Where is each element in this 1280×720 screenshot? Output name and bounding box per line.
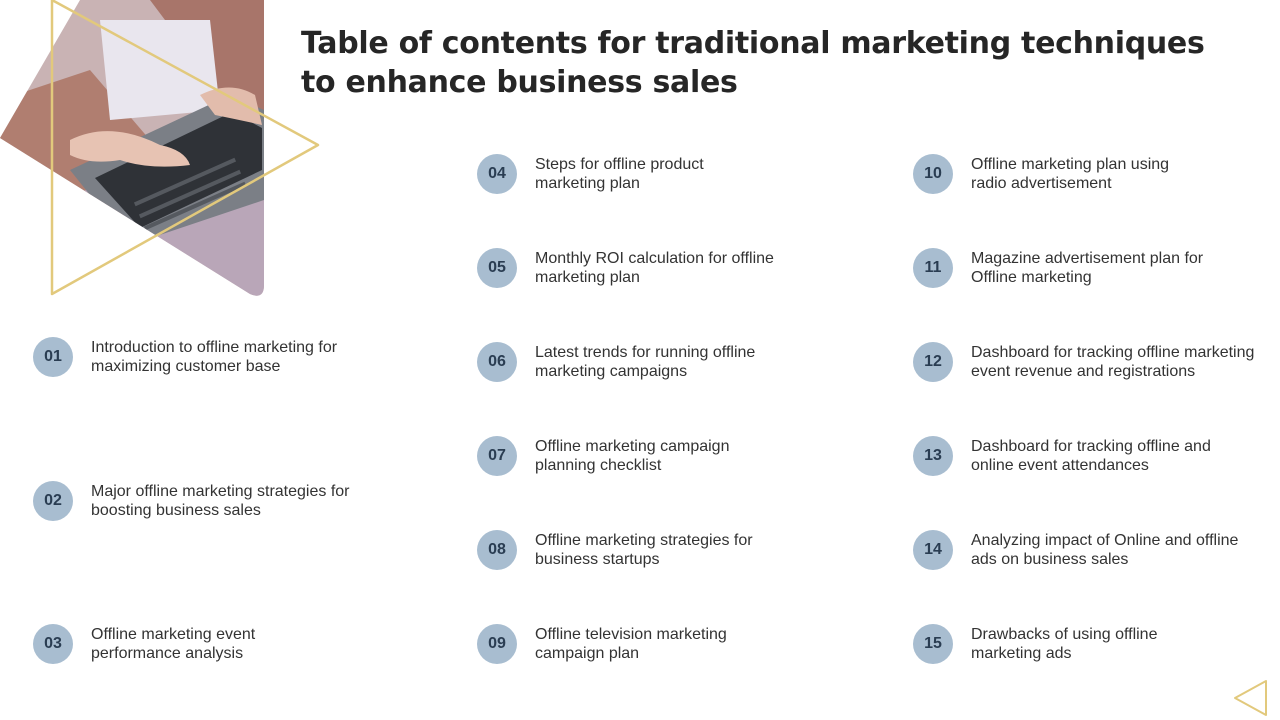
toc-number-badge: 04 (477, 154, 517, 194)
page-title: Table of contents for traditional market… (301, 26, 1205, 100)
toc-number-badge: 10 (913, 154, 953, 194)
toc-item-10[interactable]: 10 Offline marketing plan using radio ad… (913, 154, 1169, 194)
toc-item-09[interactable]: 09 Offline television marketing campaign… (477, 624, 727, 664)
toc-number-badge: 15 (913, 624, 953, 664)
toc-item-label: Offline marketing campaign planning chec… (535, 437, 730, 475)
toc-number-badge: 13 (913, 436, 953, 476)
toc-item-label: Steps for offline product marketing plan (535, 155, 704, 193)
toc-item-label: Offline marketing plan using radio adver… (971, 155, 1170, 193)
toc-item-02[interactable]: 02 Major offline marketing strategies fo… (33, 481, 349, 521)
toc-item-07[interactable]: 07 Offline marketing campaign planning c… (477, 436, 729, 476)
toc-item-label: Offline marketing strategies for busines… (535, 531, 753, 569)
toc-item-label: Offline marketing event performance anal… (91, 625, 256, 663)
toc-number-badge: 05 (477, 248, 517, 288)
toc-number-badge: 07 (477, 436, 517, 476)
toc-item-label: Monthly ROI calculation for offline mark… (535, 249, 774, 287)
toc-item-11[interactable]: 11 Magazine advertisement plan for Offli… (913, 248, 1203, 288)
toc-item-05[interactable]: 05 Monthly ROI calculation for offline m… (477, 248, 774, 288)
toc-item-06[interactable]: 06 Latest trends for running offline mar… (477, 342, 755, 382)
toc-item-label: Dashboard for tracking offline and onlin… (971, 437, 1211, 475)
toc-item-label: Analyzing impact of Online and offline a… (971, 531, 1239, 569)
toc-number-badge: 02 (33, 481, 73, 521)
toc-item-08[interactable]: 08 Offline marketing strategies for busi… (477, 530, 753, 570)
toc-item-label: Latest trends for running offline market… (535, 343, 756, 381)
toc-number-badge: 14 (913, 530, 953, 570)
toc-number-badge: 03 (33, 624, 73, 664)
laptop-photo (0, 0, 330, 310)
toc-item-label: Drawbacks of using offline marketing ads (971, 625, 1158, 663)
toc-item-label: Dashboard for tracking offline marketing… (971, 343, 1255, 381)
toc-item-label: Introduction to offline marketing for ma… (91, 338, 338, 376)
toc-item-15[interactable]: 15 Drawbacks of using offline marketing … (913, 624, 1157, 664)
toc-item-04[interactable]: 04 Steps for offline product marketing p… (477, 154, 704, 194)
toc-number-badge: 09 (477, 624, 517, 664)
toc-number-badge: 01 (33, 337, 73, 377)
toc-item-01[interactable]: 01 Introduction to offline marketing for… (33, 337, 337, 377)
toc-number-badge: 11 (913, 248, 953, 288)
toc-item-label: Magazine advertisement plan for Offline … (971, 249, 1204, 287)
toc-item-label: Offline television marketing campaign pl… (535, 625, 727, 663)
toc-item-label: Major offline marketing strategies for b… (91, 482, 350, 520)
toc-number-badge: 08 (477, 530, 517, 570)
toc-item-14[interactable]: 14 Analyzing impact of Online and offlin… (913, 530, 1238, 570)
toc-number-badge: 12 (913, 342, 953, 382)
toc-item-03[interactable]: 03 Offline marketing event performance a… (33, 624, 255, 664)
triangle-icon (1234, 680, 1267, 716)
toc-item-13[interactable]: 13 Dashboard for tracking offline and on… (913, 436, 1211, 476)
toc-number-badge: 06 (477, 342, 517, 382)
toc-item-12[interactable]: 12 Dashboard for tracking offline market… (913, 342, 1254, 382)
